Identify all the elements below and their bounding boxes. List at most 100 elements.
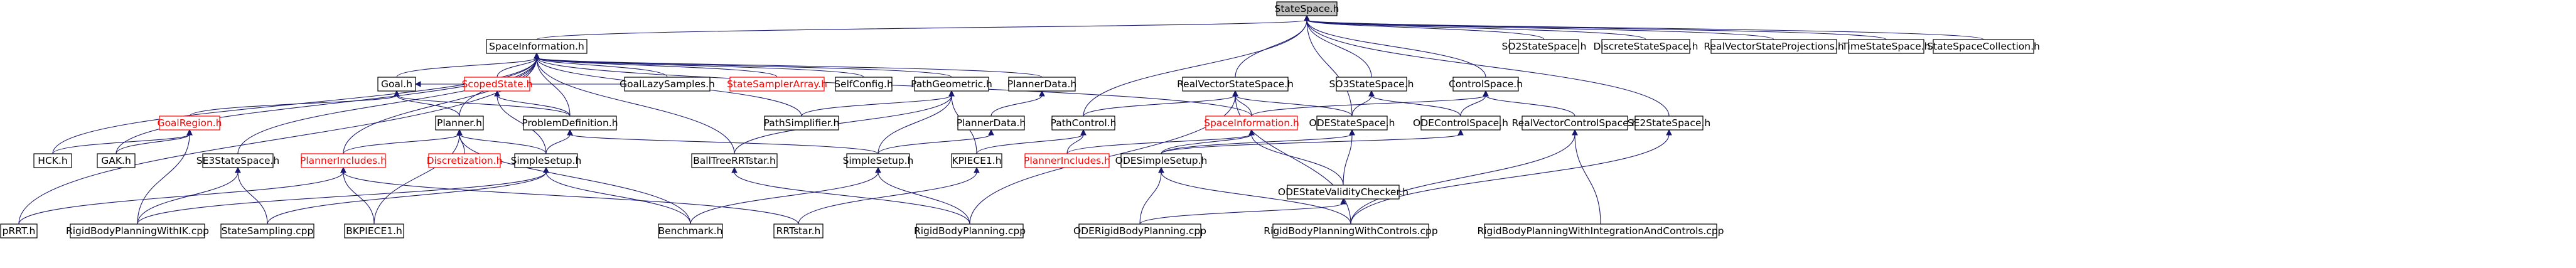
- edge-plannerincludes_left-to-planner: [343, 129, 463, 154]
- node-pathcontrol[interactable]: PathControl.h: [1051, 115, 1117, 131]
- node-plannerdata_top[interactable]: PlannerData.h: [1007, 77, 1076, 92]
- node-plannerincludes_left[interactable]: PlannerIncludes.h: [300, 153, 387, 168]
- node-selfconfig[interactable]: SelfConfig.h: [834, 77, 893, 92]
- edge-bkpiece1-to-planner: [373, 129, 463, 225]
- node-se3statespace[interactable]: SE3StateSpace.h: [196, 153, 280, 168]
- node-box: [729, 77, 825, 92]
- node-label: ODEStateSpace.h: [1309, 117, 1395, 129]
- node-rigidbodyplanningwithintegration[interactable]: RigidBodyPlanningWithIntegrationAndContr…: [1477, 223, 1724, 239]
- node-label: ODERigidBodyPlanning.cpp: [1073, 225, 1206, 237]
- node-box: [951, 153, 1002, 168]
- node-pathgeometric[interactable]: PathGeometric.h: [911, 77, 992, 92]
- node-box: [523, 115, 617, 131]
- node-so2statespace[interactable]: SO2StateSpace.h: [1502, 39, 1587, 54]
- node-prrt[interactable]: pRRT.h: [0, 223, 38, 239]
- node-kpiece1[interactable]: KPIECE1.h: [951, 153, 1002, 168]
- node-box: [1182, 77, 1289, 92]
- node-timestatespace[interactable]: TimeStateSpace.h: [1842, 39, 1931, 54]
- node-label: RealVectorStateSpace.h: [1177, 78, 1294, 90]
- node-box: [835, 77, 893, 92]
- node-statesamplerarray[interactable]: StateSamplerArray.h: [727, 77, 827, 92]
- edge-statesampling-to-se3statespace: [235, 166, 268, 225]
- node-box: [624, 77, 711, 92]
- node-rigidbodyplanningwithcontrols[interactable]: RigidBodyPlanningWithControls.cpp: [1264, 223, 1438, 239]
- edge-rigidbodyplanningwithintegration-to-realvectorcontrolspace: [1572, 129, 1601, 225]
- node-box: [1205, 115, 1298, 131]
- node-label: SimpleSetup.h: [511, 155, 582, 166]
- node-realvectorstatespace[interactable]: RealVectorStateSpace.h: [1177, 77, 1294, 92]
- node-goal[interactable]: Goal.h: [377, 77, 416, 92]
- node-label: Goal.h: [381, 78, 412, 90]
- node-box: [1509, 39, 1579, 54]
- edge-rrtstar-to-plannerincludes_left: [340, 166, 799, 225]
- node-plannerincludes_mid[interactable]: PlannerIncludes.h: [1024, 153, 1110, 168]
- node-label: StateSampling.cpp: [222, 225, 314, 237]
- node-odestatevaliditychecker[interactable]: ODEStateValidityChecker.h: [1278, 185, 1409, 200]
- node-statespace[interactable]: StateSpace.h: [1274, 1, 1339, 16]
- node-gak[interactable]: GAK.h: [97, 153, 136, 168]
- node-label: KPIECE1.h: [952, 155, 1001, 166]
- edge-rigidbodyplanningwithcontrols-to-odesimplesetup: [1158, 166, 1351, 225]
- node-odecontrolspace[interactable]: ODEControlSpace.h: [1413, 115, 1508, 131]
- node-label: BallTreeRRTstar.h: [693, 155, 776, 166]
- node-planner[interactable]: Planner.h: [435, 115, 484, 131]
- node-realvectorstateprojections[interactable]: RealVectorStateProjections.h: [1704, 39, 1844, 54]
- edge-odecontrolspace-to-so3statespace: [1368, 90, 1461, 117]
- node-pathsimplifier[interactable]: PathSimplifier.h: [764, 115, 840, 131]
- node-plannerdata_mid[interactable]: PlannerData.h: [957, 115, 1026, 131]
- node-statesampling[interactable]: StateSampling.cpp: [220, 223, 314, 239]
- node-label: TimeStateSpace.h: [1842, 41, 1931, 52]
- node-rrtstar[interactable]: RRTstar.h: [773, 223, 824, 239]
- edge-odestatespace-to-realvectorstatespace: [1232, 90, 1353, 117]
- node-box: [1024, 153, 1110, 168]
- node-odestatespace[interactable]: ODEStateSpace.h: [1309, 115, 1395, 131]
- node-problemdefinition[interactable]: ProblemDefinition.h: [522, 115, 618, 131]
- node-goalregion[interactable]: GoalRegion.h: [157, 115, 222, 131]
- node-statespacecollection[interactable]: StateSpaceCollection.h: [1927, 39, 2040, 54]
- edge-plannerdata_top-to-spaceinformation: [534, 52, 1043, 78]
- node-label: SpaceInformation.h: [489, 41, 584, 52]
- node-realvectorcontrolspace[interactable]: RealVectorControlSpace.h: [1512, 115, 1638, 131]
- edge-plannerincludes_mid-to-spaceinformation_ctrl: [1066, 129, 1255, 154]
- node-box: [202, 153, 274, 168]
- node-box: [97, 153, 136, 168]
- node-spaceinformation[interactable]: SpaceInformation.h: [486, 39, 588, 54]
- node-scopedstate[interactable]: ScopedState.h: [462, 77, 533, 92]
- node-hck[interactable]: HCK.h: [33, 153, 72, 168]
- node-ballpetree[interactable]: BallTreeRRTstar.h: [691, 153, 778, 168]
- node-label: BKPIECE1.h: [346, 225, 402, 237]
- edge-problemdefinition-to-goal: [394, 90, 571, 117]
- node-rigidbodyplanningwithik[interactable]: RigidBodyPlanningWithIK.cpp: [66, 223, 209, 239]
- node-label: RealVectorControlSpace.h: [1512, 117, 1638, 129]
- edge-pathsimplifier-to-pathgeometric: [801, 90, 955, 117]
- node-label: PlannerData.h: [957, 117, 1026, 129]
- node-discretization[interactable]: Discretization.h: [427, 153, 503, 168]
- node-box: [1484, 223, 1717, 239]
- node-odesimplesetup[interactable]: ODESimpleSetup.h: [1115, 153, 1208, 168]
- node-box: [220, 223, 314, 239]
- node-label: ProblemDefinition.h: [522, 117, 618, 129]
- node-box: [1316, 115, 1388, 131]
- node-simplesetup_left[interactable]: SimpleSetup.h: [511, 153, 582, 168]
- node-label: StateSpaceCollection.h: [1927, 41, 2040, 52]
- node-box: [773, 223, 824, 239]
- node-se2statespace[interactable]: SE2StateSpace.h: [1628, 115, 1711, 131]
- node-controlspace[interactable]: ControlSpace.h: [1449, 77, 1523, 92]
- node-label: PlannerIncludes.h: [1024, 155, 1110, 166]
- node-box: [377, 77, 416, 92]
- node-so3statespace[interactable]: SO3StateSpace.h: [1329, 77, 1414, 92]
- node-benchmark[interactable]: Benchmark.h: [658, 223, 723, 239]
- node-odepigidbodyplanning[interactable]: ODERigidBodyPlanning.cpp: [1073, 223, 1206, 239]
- node-label: SelfConfig.h: [834, 78, 893, 90]
- node-simplesetup_mid[interactable]: SimpleSetup.h: [843, 153, 914, 168]
- node-goallazysamples[interactable]: GoalLazySamples.h: [620, 77, 715, 92]
- node-rigidbodyplanning[interactable]: RigidBodyPlanning.cpp: [914, 223, 1026, 239]
- node-discretestatespace[interactable]: DiscreteStateSpace.h: [1593, 39, 1699, 54]
- node-bkpiece1[interactable]: BKPIECE1.h: [344, 223, 404, 239]
- node-box: [1848, 39, 1924, 54]
- node-spaceinformation_ctrl[interactable]: SpaceInformation.h: [1204, 115, 1299, 131]
- node-box: [70, 223, 205, 239]
- node-label: SimpleSetup.h: [843, 155, 914, 166]
- node-box: [1710, 39, 1837, 54]
